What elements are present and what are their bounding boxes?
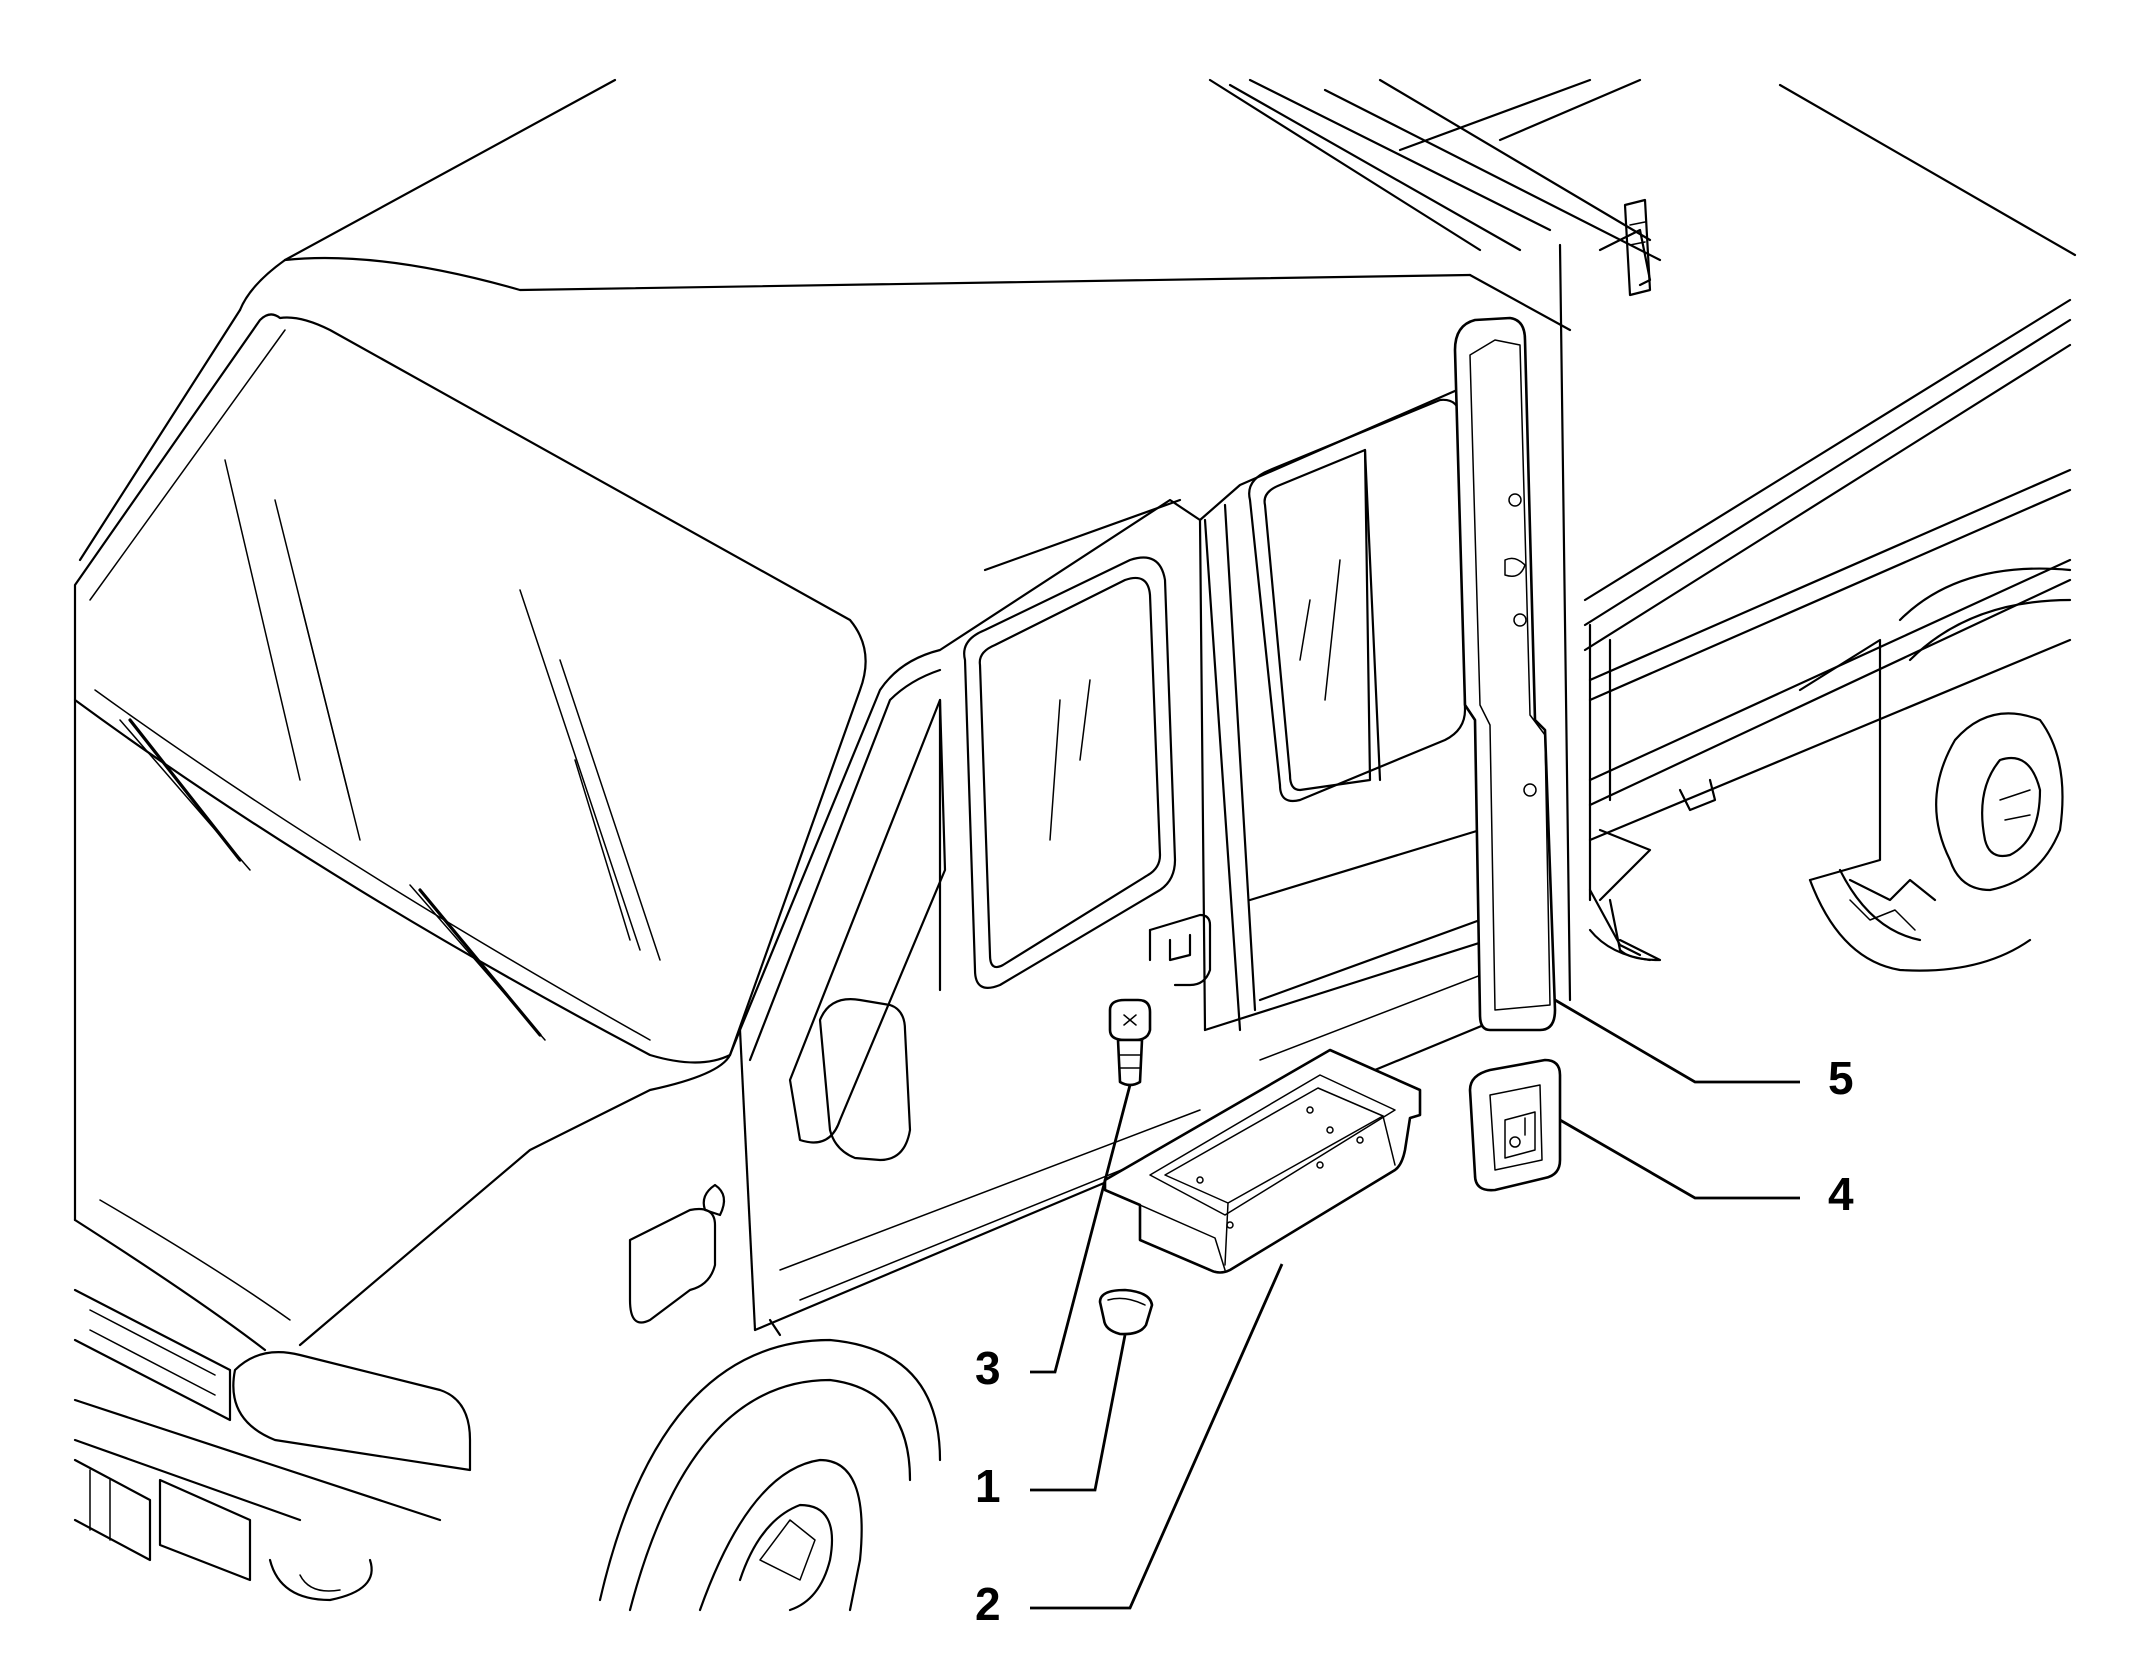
part-5-pillar-trim	[1453, 316, 1557, 1032]
leader-lines	[1030, 998, 1800, 1610]
leader-1	[1030, 1334, 1127, 1492]
callouts: 5 4 3 1 2	[975, 1052, 1854, 1630]
vehicle-outline	[73, 78, 2077, 1612]
callout-4: 4	[1828, 1168, 1854, 1220]
callout-3: 3	[975, 1342, 1001, 1394]
part-3-screw	[1108, 998, 1152, 1087]
part-1-clip	[1098, 1288, 1154, 1336]
leader-3	[1030, 1084, 1132, 1374]
callout-5: 5	[1828, 1052, 1854, 1104]
callout-2: 2	[975, 1578, 1001, 1630]
part-2-tray	[1103, 1048, 1422, 1274]
leader-5	[1554, 998, 1800, 1084]
leader-4	[1559, 1118, 1800, 1200]
part-4-switch	[1468, 1058, 1562, 1192]
leader-2	[1030, 1263, 1284, 1610]
callout-1: 1	[975, 1460, 1001, 1512]
